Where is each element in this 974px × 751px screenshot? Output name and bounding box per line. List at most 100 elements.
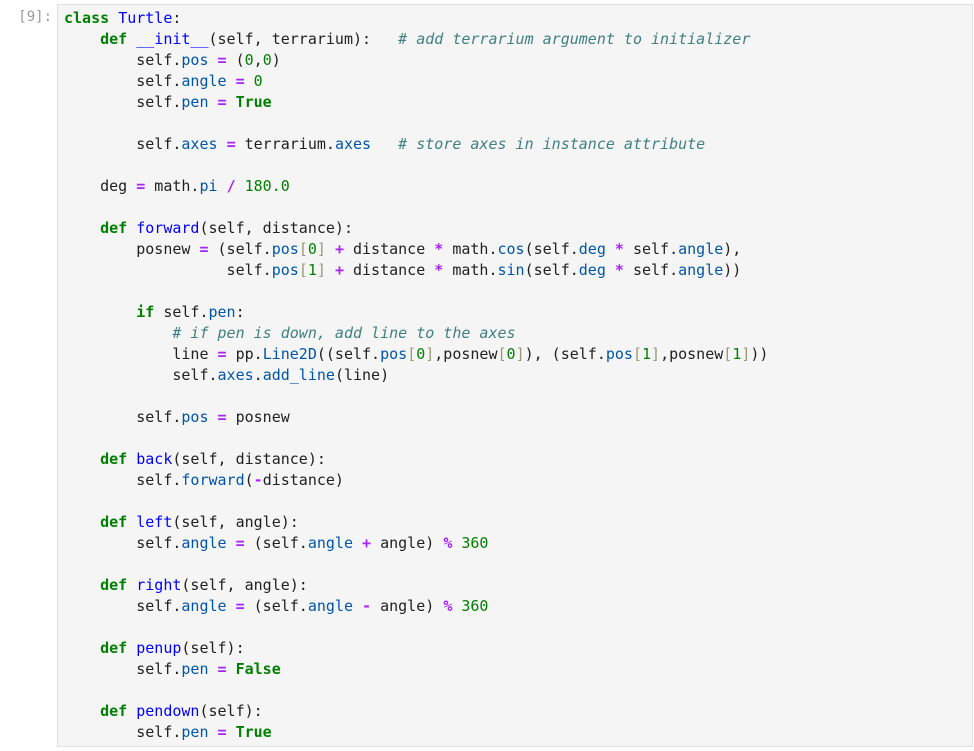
operator-token: * (614, 240, 624, 258)
operator-token: + (334, 240, 344, 258)
bracket-token: ] (741, 345, 751, 363)
code-text: terrarium. (235, 135, 335, 153)
attribute-token: pen (208, 303, 236, 321)
code-text (326, 240, 335, 258)
code-line: self.pen = False (64, 659, 768, 680)
code-text: . (253, 366, 263, 384)
code-text (606, 240, 615, 258)
code-text (209, 660, 218, 678)
code-cell-editor[interactable]: class Turtle: def __init__(self, terrari… (57, 4, 973, 747)
comment-token: # if pen is down, add line to the axes (172, 324, 516, 342)
code-content[interactable]: class Turtle: def __init__(self, terrari… (64, 8, 768, 743)
code-text (127, 513, 136, 531)
code-text: math. (443, 240, 498, 258)
operator-token: = (217, 660, 227, 678)
code-text: self. (64, 534, 182, 552)
code-text: self. (64, 408, 182, 426)
definition-name-token: __init__ (136, 30, 209, 48)
number-token: 360 (461, 597, 489, 615)
code-text: self. (64, 366, 218, 384)
bracket-token: ] (425, 345, 435, 363)
code-text: (line) (334, 366, 390, 384)
code-text (127, 702, 136, 720)
code-line: self.pos = (0,0) (64, 50, 768, 71)
code-line: self.forward(-distance) (64, 470, 768, 491)
operator-token: = (217, 51, 227, 69)
code-text: (self): (181, 639, 245, 657)
code-line: self.axes = terrarium.axes # store axes … (64, 134, 768, 155)
code-line: self.pos = posnew (64, 407, 768, 428)
attribute-token: pos (605, 345, 633, 363)
code-line: def forward(self, distance): (64, 218, 768, 239)
code-text (245, 72, 254, 90)
attribute-token: sin (497, 261, 525, 279)
code-text (64, 30, 100, 48)
attribute-token: pen (181, 660, 209, 678)
operator-token: = (199, 240, 209, 258)
keyword-token: def (100, 513, 128, 531)
code-text (606, 261, 615, 279)
code-line: line = pp.Line2D((self.pos[0],posnew[0])… (64, 344, 768, 365)
code-text: (self. (208, 240, 272, 258)
code-text: distance (343, 240, 435, 258)
operator-token: * (434, 240, 444, 258)
code-text: , (253, 51, 263, 69)
code-text: self. (64, 93, 182, 111)
attribute-token: pos (380, 345, 408, 363)
keyword-token: def (100, 219, 128, 237)
definition-name-token: forward (136, 219, 200, 237)
attribute-token: pos (271, 261, 299, 279)
code-text: self. (64, 72, 182, 90)
code-text: (self. (244, 534, 308, 552)
code-text: self. (623, 240, 679, 258)
bracket-token: [ (723, 345, 733, 363)
code-text: ( (244, 471, 254, 489)
keyword-token: def (100, 450, 128, 468)
code-text (127, 639, 136, 657)
keyword-token: def (100, 639, 128, 657)
bracket-token: ] (515, 345, 525, 363)
code-text: )) (750, 345, 769, 363)
definition-name-token: Turtle (118, 9, 173, 27)
code-text: ) (271, 51, 281, 69)
bracket-token: [ (497, 345, 507, 363)
number-token: 1 (732, 345, 742, 363)
attribute-token: pos (271, 240, 299, 258)
operator-token: = (235, 72, 245, 90)
attribute-token: pi (199, 177, 218, 195)
code-text (371, 135, 398, 153)
code-line (64, 491, 768, 512)
code-text (109, 9, 118, 27)
attribute-token: cos (497, 240, 525, 258)
code-text (209, 408, 218, 426)
number-token: 0 (253, 72, 263, 90)
bracket-token: ] (316, 261, 326, 279)
operator-token: + (362, 534, 372, 552)
code-text: posnew (226, 408, 290, 426)
operator-token: = (226, 135, 236, 153)
attribute-token: angle (181, 72, 227, 90)
code-text: self. (64, 135, 182, 153)
attribute-token: angle (181, 597, 227, 615)
code-line (64, 386, 768, 407)
code-text: self. (623, 261, 679, 279)
code-text (127, 450, 136, 468)
operator-token: + (334, 261, 344, 279)
code-line: class Turtle: (64, 8, 768, 29)
code-text: deg (64, 177, 137, 195)
code-text: math. (145, 177, 200, 195)
code-text: self. (64, 51, 182, 69)
attribute-token: angle (678, 240, 724, 258)
attribute-token: pen (181, 93, 209, 111)
code-text: (self): (199, 702, 263, 720)
code-text: self. (64, 261, 272, 279)
code-text (64, 450, 100, 468)
code-line (64, 680, 768, 701)
code-text (64, 324, 172, 342)
code-text: ,posnew (434, 345, 498, 363)
code-line: def left(self, angle): (64, 512, 768, 533)
number-token: 360 (461, 534, 489, 552)
code-text (353, 534, 362, 552)
code-text: )) (723, 261, 742, 279)
code-text (227, 723, 236, 741)
